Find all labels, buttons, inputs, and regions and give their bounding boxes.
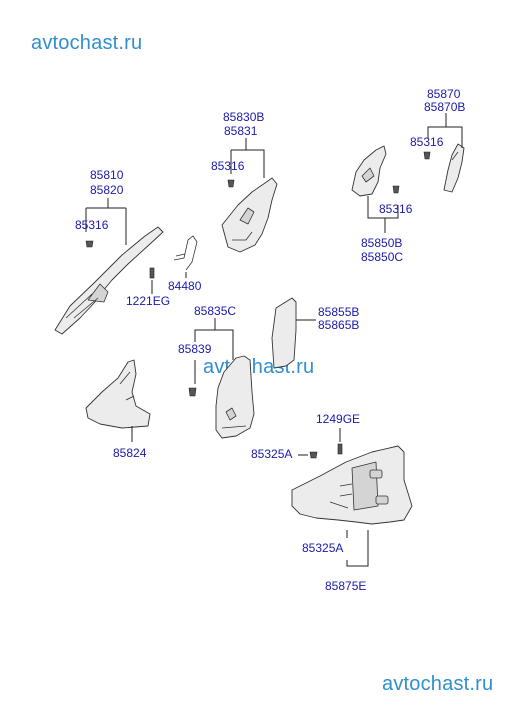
- watermark-top: avtochast.ru: [31, 32, 143, 54]
- label-85325A-bottom: 85325A: [302, 541, 343, 555]
- label-85870: 85870: [427, 87, 461, 101]
- screw-1221EG: [149, 267, 155, 279]
- label-1221EG: 1221EG: [126, 294, 170, 308]
- quarter-trim-lower-part: [351, 145, 387, 197]
- label-85820: 85820: [90, 183, 124, 197]
- leader-85875E: [346, 530, 369, 567]
- label-85870B: 85870B: [424, 100, 465, 114]
- label-85831: 85831: [224, 124, 258, 138]
- clip-85316-mid: [227, 179, 235, 188]
- cowl-side-trim-part: [85, 359, 151, 429]
- bracket-84480-part: [173, 235, 198, 271]
- leader-85870: [427, 113, 463, 148]
- label-85855B: 85855B: [318, 305, 359, 319]
- label-85850B: 85850B: [361, 236, 402, 250]
- label-85839: 85839: [178, 342, 212, 356]
- label-85316-left: 85316: [75, 218, 109, 232]
- clip-85325A-left: [309, 451, 318, 459]
- a-pillar-trim-part: [54, 226, 164, 335]
- label-85850C: 85850C: [361, 250, 403, 264]
- leader-85810: [85, 198, 127, 245]
- clip-85316-right-low: [392, 185, 400, 194]
- label-85325A-left: 85325A: [251, 447, 292, 461]
- leader-85835C: [194, 318, 234, 384]
- label-85824: 85824: [113, 446, 147, 460]
- trim-panel-part: [271, 297, 297, 369]
- leader-85850B: [367, 196, 399, 233]
- leader-85830B: [230, 138, 265, 178]
- label-1249GE: 1249GE: [316, 412, 360, 426]
- clip-85316-left: [85, 240, 94, 248]
- quarter-lower-trim-part: [291, 445, 413, 525]
- quarter-trim-upper-part: [443, 143, 465, 193]
- label-85875E: 85875E: [325, 579, 366, 593]
- clip-85316-right-top: [423, 151, 431, 160]
- center-pillar-lower-trim-part: [215, 355, 255, 439]
- label-85830B: 85830B: [223, 110, 264, 124]
- clip-85839: [188, 387, 197, 397]
- label-85865B: 85865B: [318, 318, 359, 332]
- screw-1249GE: [337, 443, 343, 455]
- b-pillar-upper-trim-part: [221, 177, 278, 253]
- label-85810: 85810: [90, 168, 124, 182]
- label-85316-right-low: 85316: [379, 202, 413, 216]
- label-84480: 84480: [168, 279, 202, 293]
- label-85316-mid: 85316: [211, 159, 245, 173]
- watermark-bottom: avtochast.ru: [382, 673, 494, 695]
- label-85316-right-top: 85316: [410, 135, 444, 149]
- label-85835C: 85835C: [194, 304, 236, 318]
